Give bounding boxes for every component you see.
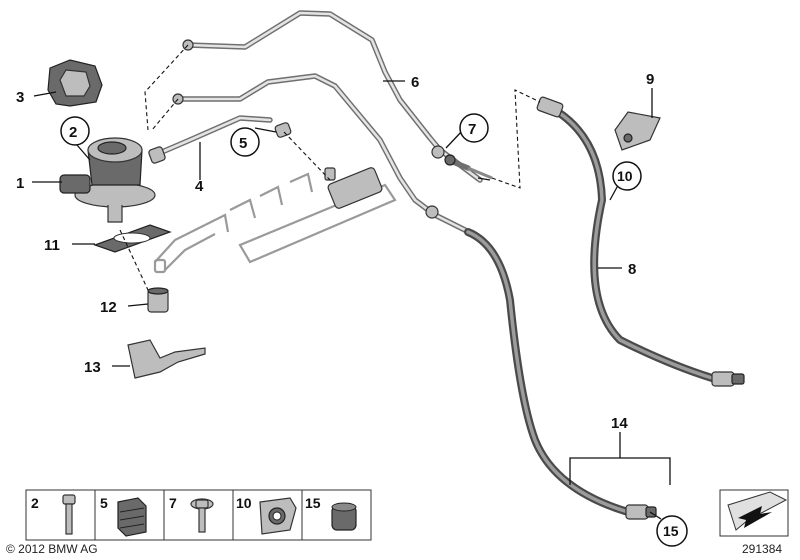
callout-circle-5 xyxy=(230,127,260,157)
small-parts-legend: 2 5 7 10 15 xyxy=(25,489,372,541)
orientation-arrow-icon xyxy=(719,489,789,537)
callout-15: 15 xyxy=(663,523,679,539)
callout-4: 4 xyxy=(195,178,204,195)
callout-labels: 3 2 1 4 5 6 7 8 9 10 11 12 13 14 15 xyxy=(16,71,688,547)
bolt-icon xyxy=(62,494,76,535)
bracket-13 xyxy=(127,339,206,379)
fuel-hose-14 xyxy=(464,228,657,520)
pipe-4 xyxy=(148,115,273,164)
callout-10: 10 xyxy=(617,168,633,184)
legend-label-15: 15 xyxy=(305,495,321,511)
callout-6: 6 xyxy=(411,74,419,91)
sleeve-icon xyxy=(331,502,357,531)
callout-7: 7 xyxy=(468,121,476,138)
callout-3: 3 xyxy=(16,89,24,106)
callout-circle-15 xyxy=(656,515,688,547)
high-pressure-pump-1 xyxy=(59,137,156,223)
sleeve-12 xyxy=(147,287,169,313)
callout-8: 8 xyxy=(628,261,636,278)
callout-12: 12 xyxy=(100,299,117,316)
callout-circle-2 xyxy=(60,116,90,146)
callout-11: 11 xyxy=(44,237,60,254)
callout-circle-7 xyxy=(459,113,489,143)
legend-label-5: 5 xyxy=(100,495,108,511)
bracket-9 xyxy=(614,111,661,151)
legend-label-7: 7 xyxy=(169,495,177,511)
legend-label-10: 10 xyxy=(236,495,252,511)
seal-ring-11 xyxy=(93,224,172,253)
callout-5: 5 xyxy=(239,135,247,152)
callout-circle-10 xyxy=(612,161,642,191)
grommet-icon xyxy=(117,497,147,537)
callout-2: 2 xyxy=(69,124,77,141)
callout-1: 1 xyxy=(16,175,24,192)
grommet-5 xyxy=(274,122,292,138)
flange-bolt-icon xyxy=(190,498,214,533)
callout-14: 14 xyxy=(611,415,628,432)
callout-13: 13 xyxy=(84,359,101,376)
assembly-lines xyxy=(119,44,541,291)
diagram-number: 291384 xyxy=(742,542,782,556)
pipe-lower xyxy=(172,73,468,233)
legend-label-2: 2 xyxy=(31,495,39,511)
clip-nut-icon xyxy=(259,497,297,535)
clip-3 xyxy=(47,59,103,107)
fuel-hose-8 xyxy=(536,96,745,387)
fuel-rail xyxy=(153,167,397,274)
bolt-7 xyxy=(444,154,493,180)
callout-9: 9 xyxy=(646,71,654,88)
leader-lines xyxy=(32,80,671,520)
copyright-text: © 2012 BMW AG xyxy=(6,542,98,556)
